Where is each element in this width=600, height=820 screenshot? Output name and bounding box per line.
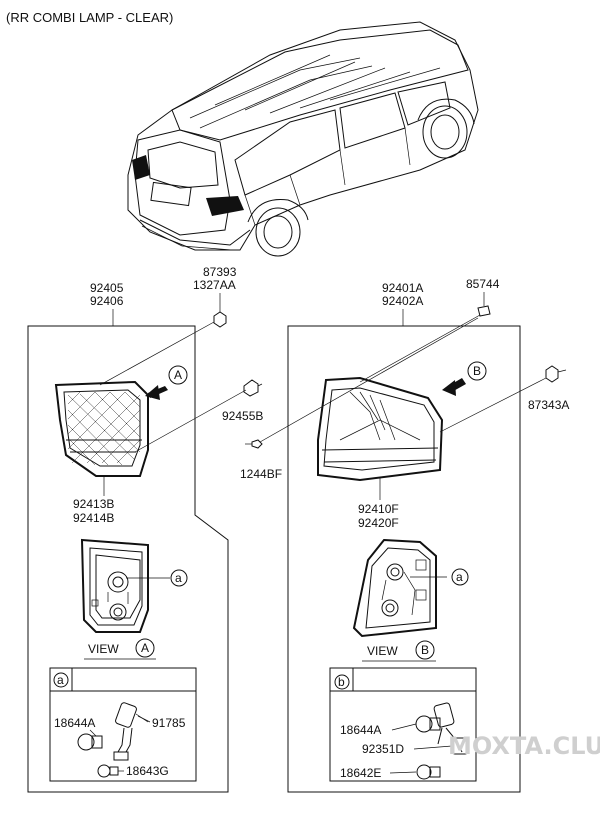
callout-b-label: B [473,364,481,378]
inset-box-b [329,667,477,782]
bulb-b2-icon [416,764,441,780]
part-label-18642E: 18642E [340,766,381,780]
screw-1244bf-icon [251,439,263,449]
callout-a-label: A [174,368,182,382]
view-a-drawing [80,538,149,633]
diagram-title: (RR COMBI LAMP - CLEAR) [6,10,173,25]
part-label-1244BF: 1244BF [240,467,282,481]
callout-b-circle [467,361,487,381]
watermark: MOXTA.CLUB [448,732,600,760]
left-lamp-panel: 92405 92406 87393 1327AA A 92455B 924 [27,265,263,793]
part-label-92410F: 92410F [358,502,399,516]
view-a-letter: A [141,641,149,655]
center-fastener: 1244BF [240,317,479,481]
bulb-b1-icon [415,715,441,733]
callout-a-small-circle [170,569,188,587]
view-a-label: VIEW [88,642,119,656]
part-label-92351D: 92351D [362,742,404,756]
part-label-92455B: 92455B [222,409,263,423]
part-label-87343A: 87343A [528,398,569,412]
right-panel-border [287,325,521,793]
callout-small-a-label: a [175,571,182,585]
part-label-92414B: 92414B [73,511,114,525]
part-label-85744: 85744 [466,277,500,291]
part-label-18643G: 18643G [126,764,169,778]
screw-87343a-icon [545,365,567,383]
inset-b-circle [334,674,350,690]
callout-a-circle [168,365,188,385]
view-b-label: VIEW [367,644,398,658]
inset-a-label: a [57,673,64,687]
part-label-18644A-b: 18644A [340,723,381,737]
left-panel-border [27,325,229,793]
part-label-87393: 87393 [203,265,237,279]
inset-box-a [49,667,197,782]
view-b-letter: B [421,643,429,657]
part-label-91785: 91785 [152,716,186,730]
clip-85744-icon [477,292,491,317]
screw-92455b-icon [243,379,263,397]
bulb-a1-icon [77,733,103,751]
part-label-92406: 92406 [90,294,124,308]
inset-b-label: b [338,675,345,689]
part-label-92402A: 92402A [382,294,423,308]
part-label-18644A-a: 18644A [54,716,95,730]
part-label-92420F: 92420F [358,516,399,530]
vehicle-illustration [127,21,479,257]
nut-icon [213,311,227,328]
view-a-circle [135,638,155,658]
right-lamp-panel: 92401A 92402A 85744 87343A B 92410F [287,277,569,793]
socket-harness-a [113,702,149,761]
view-b-circle [415,640,435,660]
part-label-92401A: 92401A [382,281,423,295]
bulb-a2-icon [97,764,119,778]
outer-lamp-assembly-left [54,380,149,477]
part-label-92413B: 92413B [73,497,114,511]
inset-a-circle [53,672,69,688]
part-label-92405: 92405 [90,281,124,295]
outer-lamp-assembly-right [317,376,444,482]
callout-b-small-a-label: a [456,570,463,584]
part-label-1327AA: 1327AA [193,278,236,292]
callout-b-small-a-circle [451,568,469,586]
view-b-drawing [352,538,437,638]
